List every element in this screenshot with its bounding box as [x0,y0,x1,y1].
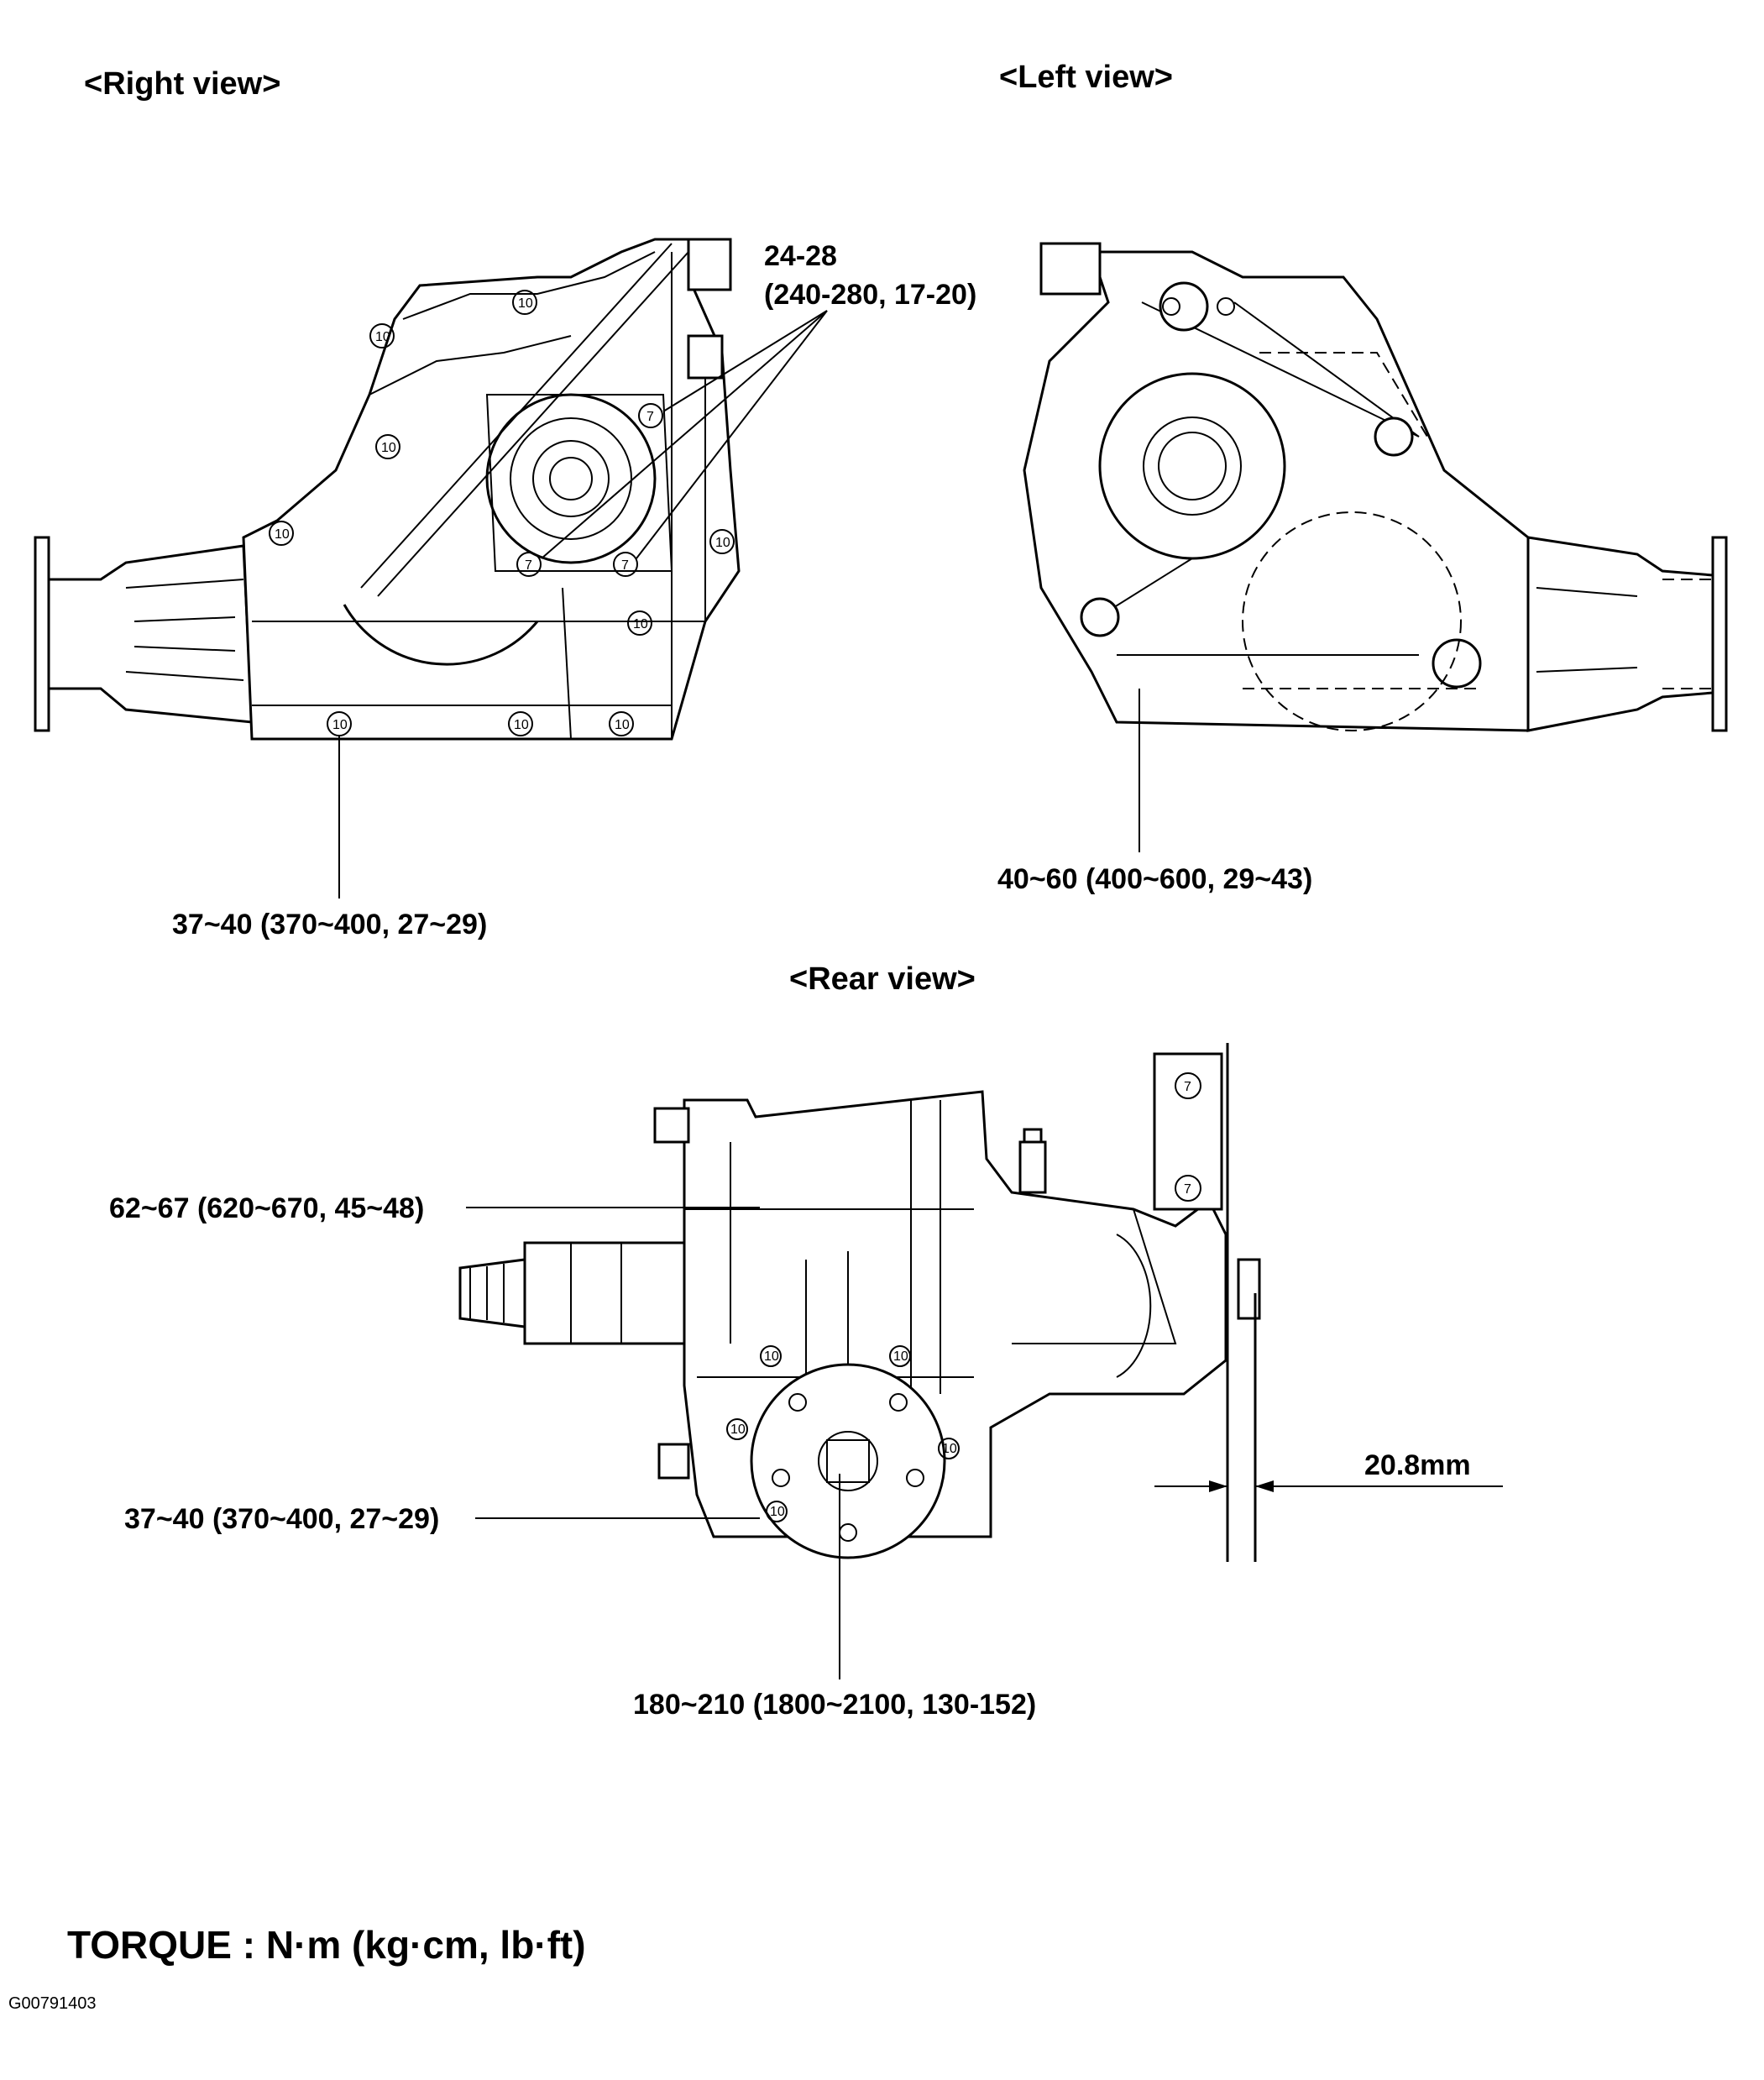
torque-label-flange-line1: 24-28 [764,240,837,272]
bolt-10-icon: 10 [726,1418,748,1440]
torque-label-rear-center: 180~210 (1800~2100, 130-152) [633,1689,1036,1721]
svg-text:10: 10 [942,1442,957,1456]
svg-text:10: 10 [275,527,290,542]
rear-view-title: <Rear view> [789,961,976,997]
bolt-10-icon: 10 [766,1501,788,1522]
svg-text:10: 10 [893,1349,908,1364]
figure-id: G00791403 [8,1994,97,2013]
bolt-10-icon: 10 [508,711,533,736]
left-view-drawing [1023,242,1728,852]
svg-text:7: 7 [525,558,532,573]
bolt-7-icon: 7 [638,403,663,428]
svg-text:10: 10 [514,718,529,732]
svg-text:10: 10 [518,296,533,311]
svg-text:10: 10 [770,1505,785,1519]
left-view-title: <Left view> [999,60,1173,95]
bolt-10-icon: 10 [609,711,634,736]
svg-text:7: 7 [646,410,654,424]
svg-text:10: 10 [381,441,396,455]
bolt-10-icon: 10 [760,1345,782,1367]
bolt-10-icon: 10 [375,434,400,459]
svg-text:7: 7 [1184,1080,1191,1094]
bolt-10-icon: 10 [269,521,294,546]
right-view-title: <Right view> [84,66,280,102]
bolt-10-icon: 10 [512,290,537,315]
svg-text:7: 7 [1184,1182,1191,1197]
torque-label-rear-upper: 62~67 (620~670, 45~48) [109,1192,424,1224]
bolt-10-icon: 10 [709,529,735,554]
rear-view-drawing: 7 7 10 10 10 10 10 [458,1043,1503,1679]
bolt-10-icon: 10 [627,610,652,636]
svg-text:10: 10 [332,718,348,732]
svg-text:10: 10 [730,1422,746,1437]
svg-text:10: 10 [375,330,390,344]
svg-text:10: 10 [615,718,630,732]
torque-label-left-lower: 40~60 (400~600, 29~43) [997,863,1312,895]
svg-text:10: 10 [715,536,730,550]
torque-label-flange-line2: (240-280, 17-20) [764,279,976,311]
torque-label-right-lower: 37~40 (370~400, 27~29) [172,909,487,940]
svg-text:10: 10 [633,617,648,631]
bolt-10-icon: 10 [369,323,395,348]
bolt-7-icon: 7 [1175,1175,1201,1202]
bolt-7-icon: 7 [1175,1072,1201,1099]
dimension-label: 20.8mm [1364,1449,1471,1481]
svg-text:7: 7 [621,558,629,573]
right-view-drawing: 10 10 10 10 10 10 10 10 10 7 7 7 [34,238,828,899]
bolt-7-icon: 7 [613,552,638,577]
svg-text:10: 10 [764,1349,779,1364]
torque-label-rear-lower: 37~40 (370~400, 27~29) [124,1503,439,1535]
bolt-10-icon: 10 [889,1345,911,1367]
bolt-10-icon: 10 [938,1438,960,1459]
torque-unit-note: TORQUE : N·m (kg·cm, lb·ft) [67,1923,586,1967]
bolt-7-icon: 7 [516,552,542,577]
